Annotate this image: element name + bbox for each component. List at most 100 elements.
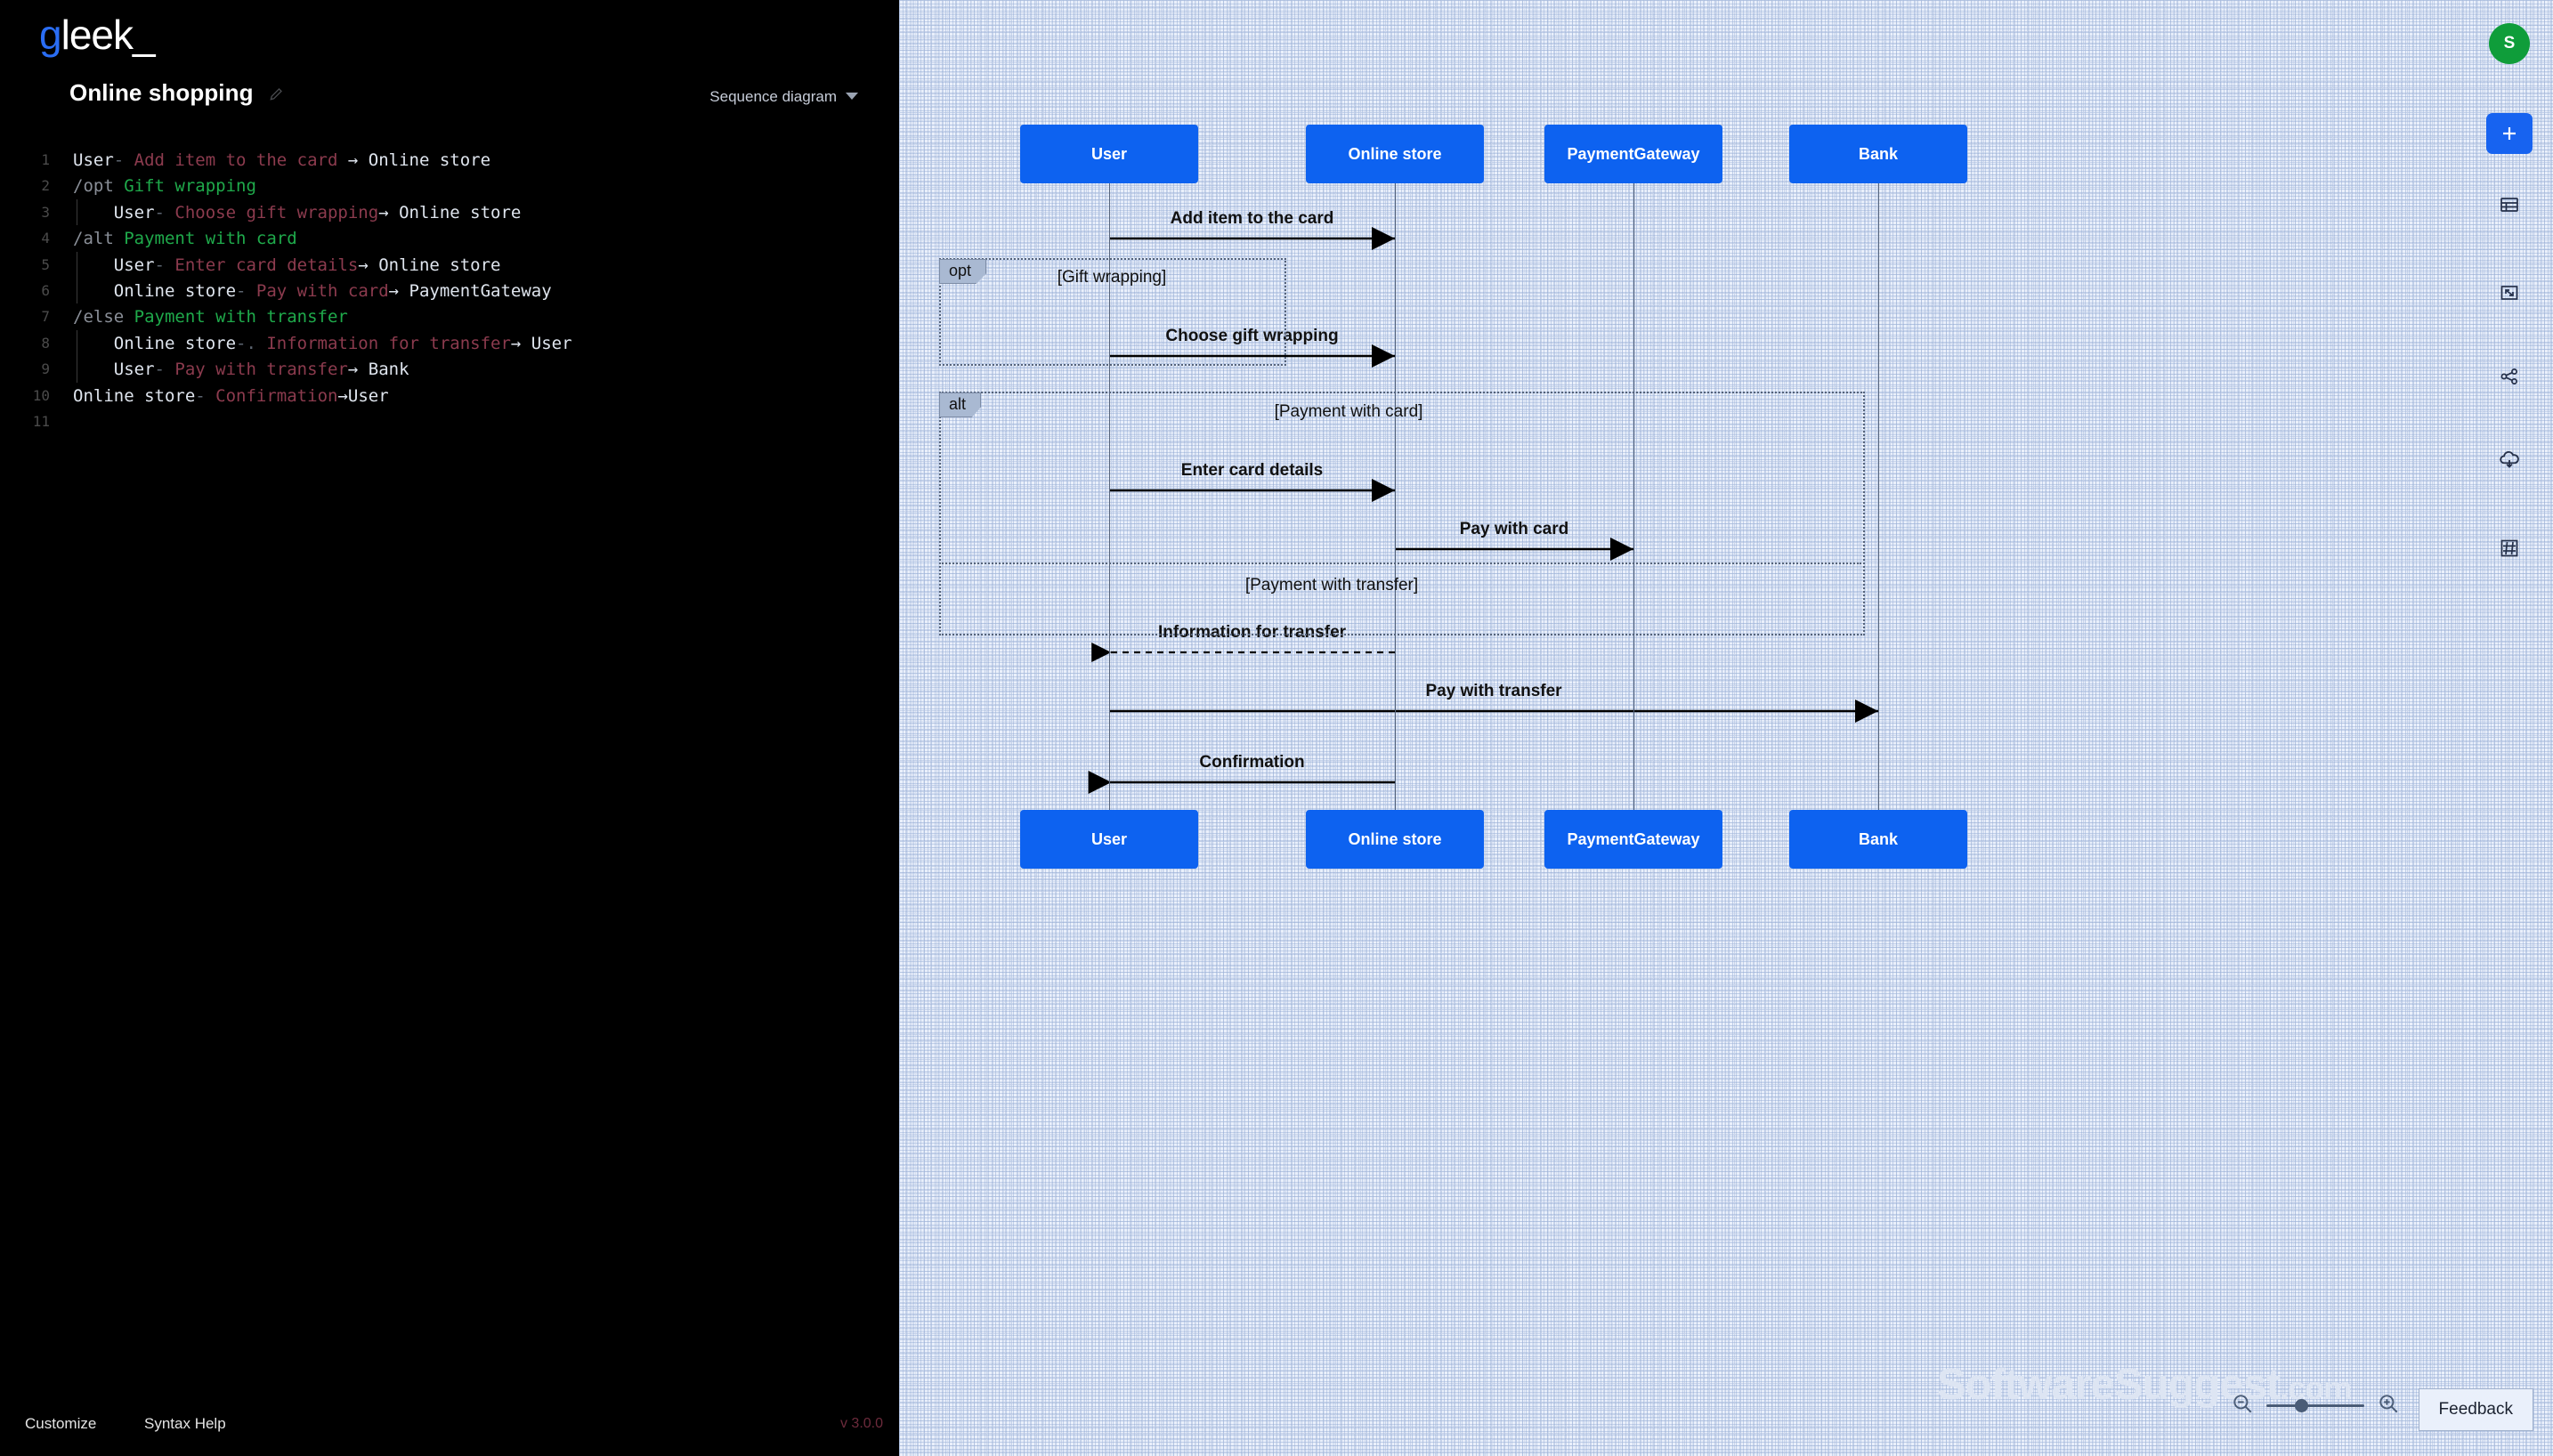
code-line[interactable]: 3 User- Choose gift wrapping→ Online sto… bbox=[0, 198, 899, 226]
code-token: Online store bbox=[368, 255, 501, 275]
customize-link[interactable]: Customize bbox=[25, 1415, 97, 1432]
lifeline bbox=[1878, 183, 1879, 810]
line-number: 3 bbox=[41, 203, 50, 221]
zoom-slider[interactable] bbox=[2266, 1398, 2364, 1412]
code-token: - bbox=[154, 360, 165, 380]
code-line[interactable]: 7/else Payment with transfer bbox=[0, 303, 899, 329]
pencil-icon[interactable] bbox=[268, 85, 286, 102]
participant-top[interactable]: Bank bbox=[1789, 125, 1967, 183]
code-token: → bbox=[358, 255, 369, 275]
fragment-box-alt bbox=[939, 392, 1865, 635]
logo-g: g bbox=[39, 12, 62, 58]
zoom-control[interactable] bbox=[2231, 1392, 2400, 1419]
code-line[interactable]: 11 bbox=[0, 408, 899, 434]
code-token: /alt bbox=[73, 229, 114, 249]
share-button[interactable] bbox=[2486, 356, 2533, 397]
watermark-tld: .com bbox=[2280, 1370, 2352, 1406]
avatar[interactable]: S bbox=[2489, 23, 2530, 64]
code-token: Online store bbox=[388, 202, 522, 222]
participant-bottom[interactable]: User bbox=[1020, 810, 1198, 869]
participant-top[interactable]: PaymentGateway bbox=[1544, 125, 1722, 183]
add-button[interactable] bbox=[2486, 113, 2533, 154]
code-line[interactable]: 9 User- Pay with transfer→ Bank bbox=[0, 356, 899, 383]
code-token: /else bbox=[73, 307, 125, 328]
code-token: Online store bbox=[73, 385, 196, 406]
code-token: User bbox=[347, 385, 389, 406]
code-token: Confirmation bbox=[205, 385, 338, 406]
canvas-grid bbox=[899, 0, 2553, 1456]
syntax-help-link[interactable]: Syntax Help bbox=[144, 1415, 226, 1432]
editor-panel: gleek_ Online shopping Sequence diagram … bbox=[0, 0, 899, 1456]
code-token: User bbox=[73, 202, 155, 222]
share-icon bbox=[2500, 368, 2517, 384]
expand-icon bbox=[2500, 286, 2518, 300]
participant-label: User bbox=[1090, 829, 1128, 848]
participant-label: Online store bbox=[1348, 144, 1442, 163]
participant-bottom[interactable]: PaymentGateway bbox=[1544, 810, 1722, 869]
line-number: 10 bbox=[32, 386, 50, 404]
line-number: 2 bbox=[41, 177, 50, 195]
participant-bottom[interactable]: Bank bbox=[1789, 810, 1967, 869]
fragment-label-opt: opt bbox=[939, 259, 987, 284]
code-token: → bbox=[388, 280, 400, 301]
message-label: Confirmation bbox=[1199, 753, 1305, 772]
version-label: v 3.0.0 bbox=[839, 1416, 883, 1431]
participant-bottom[interactable]: Online store bbox=[1306, 810, 1484, 869]
app-logo[interactable]: gleek_ bbox=[39, 11, 156, 59]
sequence-diagram-svg bbox=[1088, 227, 1878, 794]
editor-footer: Customize Syntax Help v 3.0.0 bbox=[0, 1397, 899, 1456]
message-label: Pay with card bbox=[1459, 520, 1569, 538]
fragment-condition: [Payment with card] bbox=[1274, 402, 1423, 421]
line-number: 5 bbox=[41, 255, 50, 273]
code-line[interactable]: 5 User- Enter card details→ Online store bbox=[0, 251, 899, 278]
code-token: Pay with transfer bbox=[164, 360, 348, 380]
code-token: Online store bbox=[73, 333, 237, 353]
code-token: Payment with card bbox=[113, 229, 297, 249]
grid-button[interactable] bbox=[2486, 528, 2533, 569]
code-token: → bbox=[378, 202, 389, 222]
line-number: 9 bbox=[41, 360, 50, 378]
line-number: 7 bbox=[41, 308, 50, 326]
logo-rest: leek_ bbox=[61, 12, 156, 58]
code-token: Online store bbox=[358, 150, 491, 170]
download-button[interactable] bbox=[2486, 440, 2533, 481]
code-line[interactable]: 8 Online store-. Information for transfe… bbox=[0, 329, 899, 357]
message-label: Choose gift wrapping bbox=[1165, 327, 1339, 345]
code-line[interactable]: 4/alt Payment with card bbox=[0, 225, 899, 251]
code-token: Gift wrapping bbox=[113, 176, 256, 197]
grid-icon bbox=[2500, 539, 2518, 557]
code-line[interactable]: 2/opt Gift wrapping bbox=[0, 173, 899, 198]
participant-top[interactable]: User bbox=[1020, 125, 1198, 183]
page-title[interactable]: Online shopping bbox=[69, 79, 254, 106]
message-label: Pay with transfer bbox=[1425, 682, 1562, 700]
zoom-in-icon[interactable] bbox=[2377, 1392, 2400, 1420]
canvas-grid-secondary bbox=[899, 0, 2553, 1456]
code-token: Pay with card bbox=[246, 280, 389, 301]
code-token: User bbox=[73, 255, 155, 275]
code-token: Payment with transfer bbox=[124, 307, 348, 328]
line-number: 4 bbox=[41, 230, 50, 247]
zoom-slider-thumb[interactable] bbox=[2295, 1398, 2308, 1412]
feedback-button[interactable]: Feedback bbox=[2418, 1388, 2533, 1431]
code-token: User bbox=[521, 333, 572, 353]
chevron-down-icon bbox=[846, 93, 858, 100]
table-icon bbox=[2500, 198, 2518, 212]
watermark-main: SoftwareSuggest bbox=[1937, 1361, 2281, 1409]
zoom-out-icon[interactable] bbox=[2231, 1392, 2254, 1420]
code-token: Online store bbox=[73, 280, 237, 301]
line-number: 1 bbox=[41, 151, 50, 168]
code-token: - bbox=[154, 255, 165, 275]
code-line[interactable]: 6 Online store- Pay with card→ PaymentGa… bbox=[0, 277, 899, 304]
lifeline bbox=[1109, 183, 1110, 810]
fragment-label-alt: alt bbox=[939, 392, 982, 417]
fullscreen-button[interactable] bbox=[2486, 272, 2533, 313]
diagram-type-dropdown[interactable]: Sequence diagram bbox=[704, 84, 863, 110]
table-button[interactable] bbox=[2486, 184, 2533, 225]
participant-top[interactable]: Online store bbox=[1306, 125, 1484, 183]
code-token: Enter card details bbox=[164, 255, 359, 275]
